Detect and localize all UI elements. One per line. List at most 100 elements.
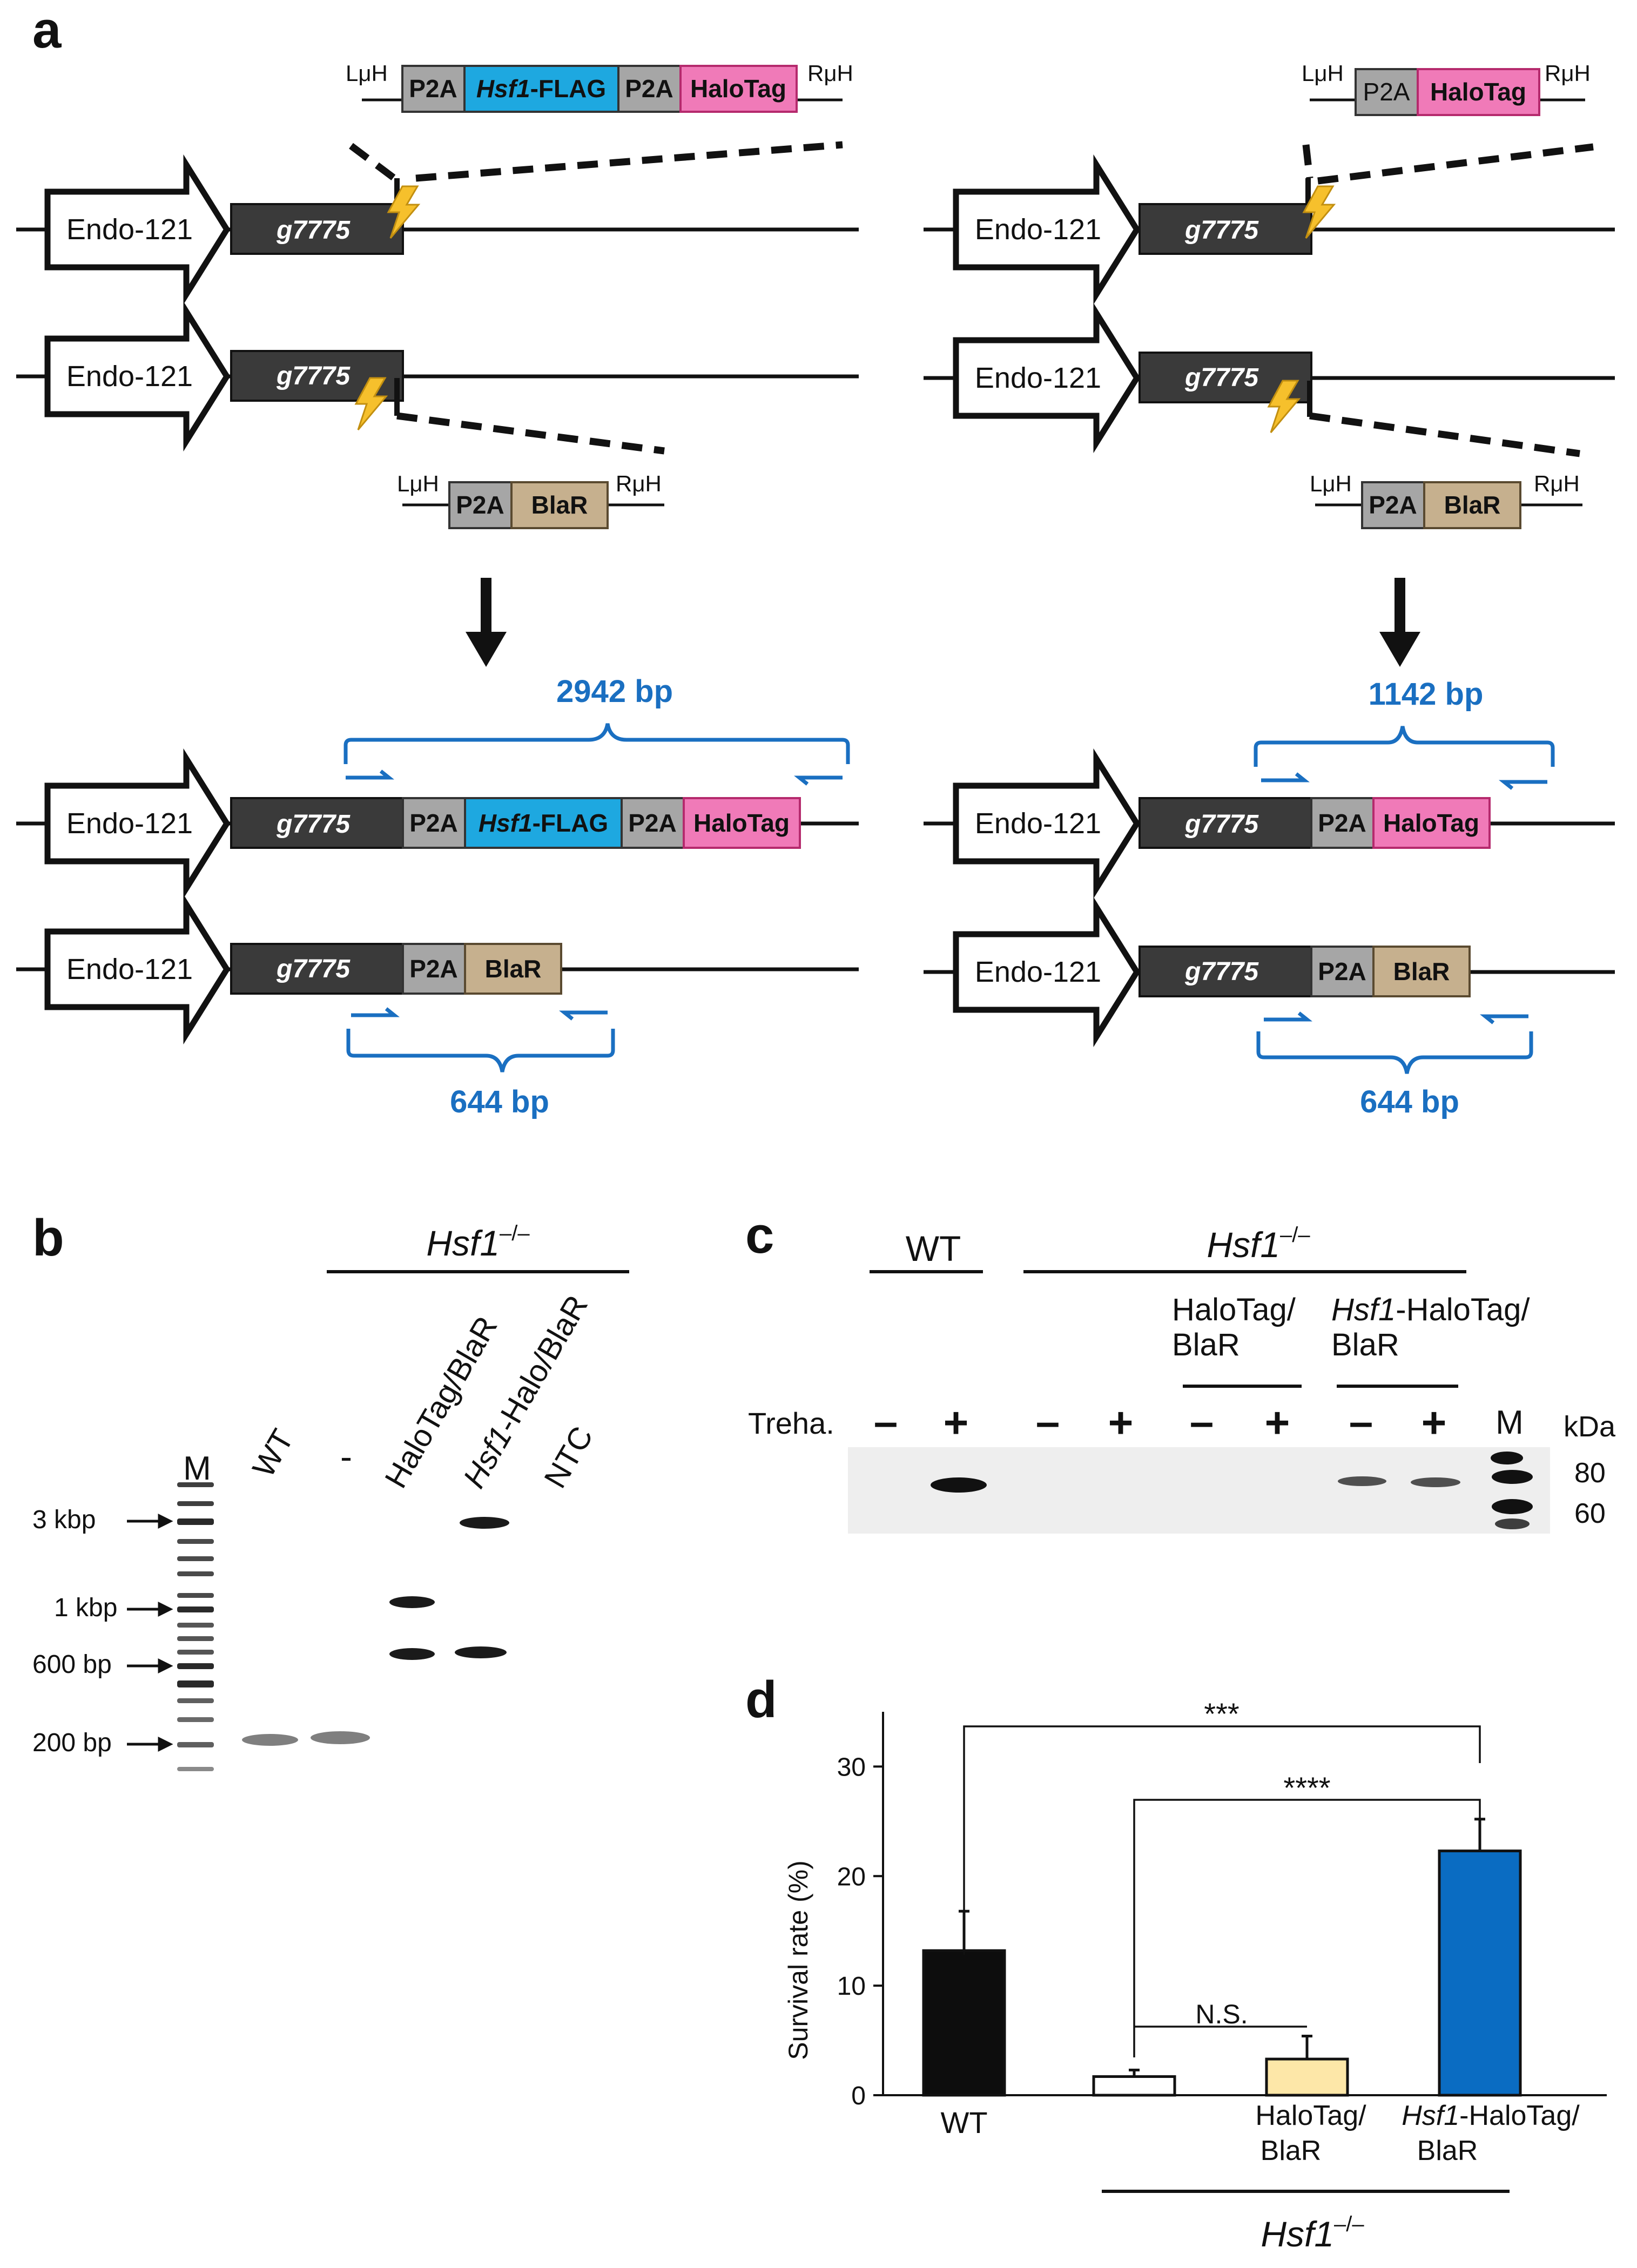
svg-text:–: – [1349, 1398, 1373, 1446]
gene-label: g7775 [276, 362, 351, 390]
band-halotag-644 [389, 1648, 435, 1660]
y-tick-label: 0 [851, 2082, 866, 2110]
panel-label-d: d [745, 1671, 777, 1729]
gene-label: g7775 [276, 216, 351, 245]
sig-ko-vs-halo: N.S. [1195, 1999, 1248, 2029]
p2a-label: P2A [625, 75, 673, 103]
size-644-left: 644 bp [450, 1084, 549, 1119]
bar [1265, 2057, 1349, 2097]
blot-sub-hsf1-2: BlaR [1331, 1327, 1399, 1362]
blot-sub-halo-2: BlaR [1172, 1327, 1240, 1362]
kda-80: 80 [1574, 1457, 1606, 1489]
promoter-label: Endo-121 [66, 953, 193, 986]
blot-sub-hsf1-1: Hsf1-HaloTag/ [1331, 1292, 1530, 1327]
locus-result-blar-left: Endo-121 g7775 P2A BlaR [16, 894, 859, 1045]
gel-ladder [177, 1482, 214, 1771]
gene-label: g7775 [1184, 216, 1259, 245]
svg-text:+: + [944, 1399, 969, 1447]
svg-text:+: + [1265, 1399, 1290, 1447]
blar-label: BlaR [485, 955, 542, 983]
blot-sub-halo-1: HaloTag/ [1172, 1292, 1296, 1327]
left-arm-label: LμH [1302, 60, 1344, 86]
svg-text:–: – [1036, 1398, 1060, 1446]
right-arm-label: RμH [1545, 60, 1591, 86]
bar [1438, 1850, 1522, 2097]
left-arm-label: LμH [1310, 471, 1352, 496]
lane-label-wt: WT [246, 1423, 300, 1483]
primer-arrows-644-right [1264, 1011, 1528, 1024]
bracket-2942 [343, 723, 850, 764]
right-arm-label: RμH [807, 60, 853, 86]
promoter-label: Endo-121 [975, 213, 1101, 246]
size-1142: 1142 bp [1369, 677, 1484, 712]
x-label-wt: WT [940, 2105, 987, 2139]
kda-label: kDa [1564, 1410, 1616, 1443]
gene-label: g7775 [1184, 957, 1259, 986]
y-tick-label: 20 [837, 1862, 866, 1891]
band-ko [311, 1731, 370, 1744]
significance-brackets [963, 1725, 1481, 2057]
y-tick-label: 30 [837, 1753, 866, 1781]
blot-group-label: Hsf1–/– [1207, 1223, 1310, 1265]
donor-dashed-guides [349, 141, 1594, 457]
hsf1-flag-label: Hsf1-FLAG [476, 75, 606, 103]
bracket-644-left [346, 1029, 615, 1072]
marker-600bp: 600 bp [32, 1650, 112, 1679]
left-arm-label: LμH [397, 471, 439, 496]
blar-label: BlaR [1393, 957, 1450, 986]
lane-label-ko: - [340, 1436, 352, 1476]
hsf1-flag-label: Hsf1-FLAG [479, 809, 608, 837]
right-arm-label: RμH [1534, 471, 1580, 496]
sig-ko-vs-hsf1: **** [1283, 1771, 1330, 1805]
halotag-label: HaloTag [1383, 809, 1479, 837]
promoter-label: Endo-121 [66, 807, 193, 840]
donor-blar-right: LμH RμH P2A BlaR [1310, 471, 1582, 529]
band-halotag-1142 [389, 1596, 435, 1608]
bars [922, 1818, 1522, 2097]
p2a-label: P2A [1318, 957, 1366, 986]
p2a-label: P2A [1369, 491, 1417, 519]
panel-label-a: a [32, 1, 62, 59]
kda-60: 60 [1574, 1498, 1606, 1529]
sig-wt-vs-hsf1: *** [1204, 1697, 1239, 1731]
p2a-label: P2A [409, 955, 457, 983]
bracket-644-right [1256, 1031, 1533, 1074]
x-label-hsf1-2: BlaR [1417, 2135, 1478, 2166]
primer-arrows-2942 [346, 770, 843, 786]
marker-3kbp: 3 kbp [32, 1506, 96, 1534]
promoter-label: Endo-121 [66, 213, 193, 246]
x-label-halo-1: HaloTag/ [1255, 2100, 1366, 2131]
p2a-label: P2A [1363, 78, 1410, 106]
halotag-label: HaloTag [1430, 78, 1526, 106]
svg-text:–: – [1190, 1398, 1214, 1446]
locus-row-2-left: Endo-121 g7775 [16, 301, 859, 452]
blar-label: BlaR [1444, 491, 1501, 519]
panel-label-b: b [32, 1209, 64, 1267]
svg-text:+: + [1422, 1399, 1447, 1447]
bar [922, 1949, 1006, 2097]
gene-label: g7775 [276, 810, 351, 839]
gene-label: g7775 [276, 955, 351, 983]
blar-label: BlaR [531, 491, 588, 519]
promoter-label: Endo-121 [975, 807, 1101, 840]
y-axis-label: Survival rate (%) [783, 1860, 813, 2060]
y-tick-label: 10 [837, 1972, 866, 2001]
donor-blar-left: LμH RμH P2A BlaR [397, 471, 664, 529]
locus-row-1-left: Endo-121 g7775 [16, 154, 859, 305]
gel-group-label: Hsf1–/– [426, 1221, 530, 1263]
left-arm-label: LμH [346, 60, 388, 86]
lane-label-m: M [183, 1450, 211, 1487]
treha-label: Treha. [748, 1406, 834, 1440]
size-644-right: 644 bp [1360, 1084, 1459, 1119]
primer-arrows-1142 [1261, 772, 1547, 790]
gene-label: g7775 [1184, 810, 1259, 839]
locus-row-1-right: Endo-121 g7775 [924, 154, 1615, 305]
treha-signs: – + – + – + – + [874, 1398, 1447, 1447]
gene-label: g7775 [1184, 363, 1259, 392]
promoter-label: Endo-121 [975, 956, 1101, 988]
blot-wt-label: WT [906, 1228, 961, 1268]
blot-marker-lane: M [1495, 1404, 1524, 1441]
western-blot [848, 1447, 1550, 1534]
blot-band-hsf1-minus [1338, 1476, 1386, 1486]
